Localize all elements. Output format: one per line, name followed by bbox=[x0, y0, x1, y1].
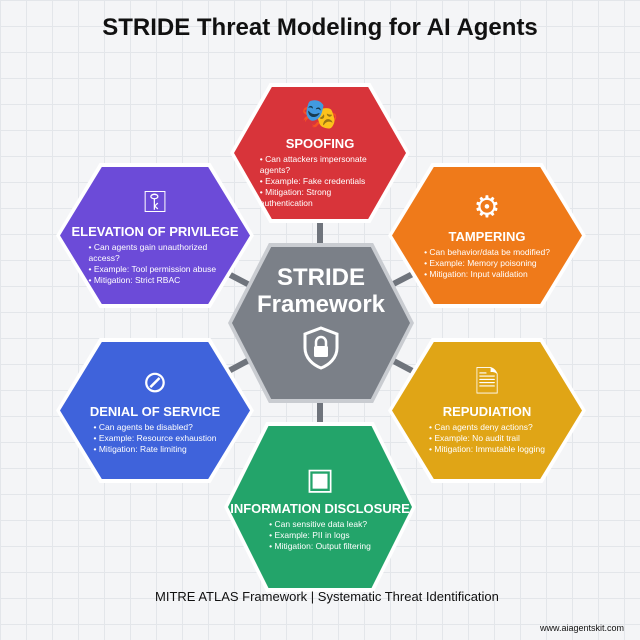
threat-hex-repudiation: 🗎 REPUDIATION Can agents deny actions?Exam… bbox=[388, 338, 586, 483]
threat-hex-elevation-of-privilege: ⚿ ELEVATION OF PRIVILEGE Can agents gain u… bbox=[56, 163, 254, 308]
threat-detail: Mitigation: Strong authentication bbox=[260, 187, 380, 209]
threat-details: Can agents deny actions?Example: No audi… bbox=[429, 422, 545, 455]
document-x-icon: 🗎 bbox=[474, 366, 500, 399]
page-title: STRIDE Threat Modeling for AI Agents bbox=[102, 14, 538, 41]
threat-name: TAMPERING bbox=[448, 229, 526, 244]
threat-name: INFORMATION DISCLOSURE bbox=[230, 500, 410, 516]
threat-detail: Can behavior/data be modified? bbox=[424, 247, 550, 258]
threat-details: Can behavior/data be modified?Example: M… bbox=[424, 247, 550, 280]
threat-name: ELEVATION OF PRIVILEGE bbox=[71, 223, 239, 239]
threat-hex-information-disclosure: ▣ INFORMATION DISCLOSURE Can sensitive dat… bbox=[224, 422, 416, 592]
threat-name: REPUDIATION bbox=[442, 404, 532, 419]
prohibited-icon: ⊘ bbox=[142, 366, 168, 399]
data-cube-icon: ▣ bbox=[305, 462, 335, 496]
threat-detail: Can agents be disabled? bbox=[94, 422, 217, 433]
threat-name: SPOOFING bbox=[285, 135, 355, 151]
threat-detail: Mitigation: Immutable logging bbox=[429, 444, 545, 455]
gears-wrench-icon: ⚙ bbox=[473, 191, 501, 224]
threat-details: Can sensitive data leak?Example: PII in … bbox=[269, 519, 371, 552]
threat-detail: Example: Fake credentials bbox=[260, 176, 380, 187]
center-title-line1: STRIDE bbox=[276, 264, 365, 291]
stride-framework-hub: STRIDE Framework bbox=[228, 243, 414, 403]
shield-lock-icon bbox=[301, 326, 341, 378]
key-arrow-icon: ⚿ bbox=[143, 185, 167, 219]
threat-detail: Can attackers impersonate agents? bbox=[260, 154, 380, 176]
threat-details: Can agents gain unauthorized access?Exam… bbox=[89, 242, 222, 286]
threat-detail: Mitigation: Input validation bbox=[424, 269, 550, 280]
threat-name: DENIAL OF SERVICE bbox=[89, 404, 221, 419]
center-title-line2: Framework bbox=[256, 291, 386, 318]
site-url: www.aiagentskit.com bbox=[540, 623, 625, 633]
threat-hex-spoofing: 🎭 SPOOFING Can attackers impersonate agent… bbox=[230, 83, 410, 223]
footer-caption: MITRE ATLAS Framework | Systematic Threa… bbox=[155, 589, 499, 604]
threat-detail: Can agents gain unauthorized access? bbox=[89, 242, 222, 264]
threat-detail: Mitigation: Rate limiting bbox=[94, 444, 217, 455]
threat-detail: Example: Memory poisoning bbox=[424, 258, 550, 269]
threat-detail: Example: Resource exhaustion bbox=[94, 433, 217, 444]
threat-detail: Example: Tool permission abuse bbox=[89, 264, 222, 275]
threat-detail: Example: PII in logs bbox=[269, 530, 371, 541]
threat-detail: Example: No audit trail bbox=[429, 433, 545, 444]
threat-detail: Can sensitive data leak? bbox=[269, 519, 371, 530]
threat-hex-tampering: ⚙ TAMPERING Can behavior/data be modified?… bbox=[388, 163, 586, 308]
threat-detail: Mitigation: Output filtering bbox=[269, 541, 370, 552]
threat-details: Can agents be disabled?Example: Resource… bbox=[94, 422, 217, 455]
threat-details: Can attackers impersonate agents?Example… bbox=[260, 154, 380, 209]
masks-icon: 🎭 bbox=[301, 97, 339, 131]
threat-detail: Mitigation: Strict RBAC bbox=[89, 275, 222, 286]
threat-hex-denial-of-service: ⊘ DENIAL OF SERVICE Can agents be disabled… bbox=[56, 338, 254, 483]
threat-detail: Can agents deny actions? bbox=[429, 422, 545, 433]
